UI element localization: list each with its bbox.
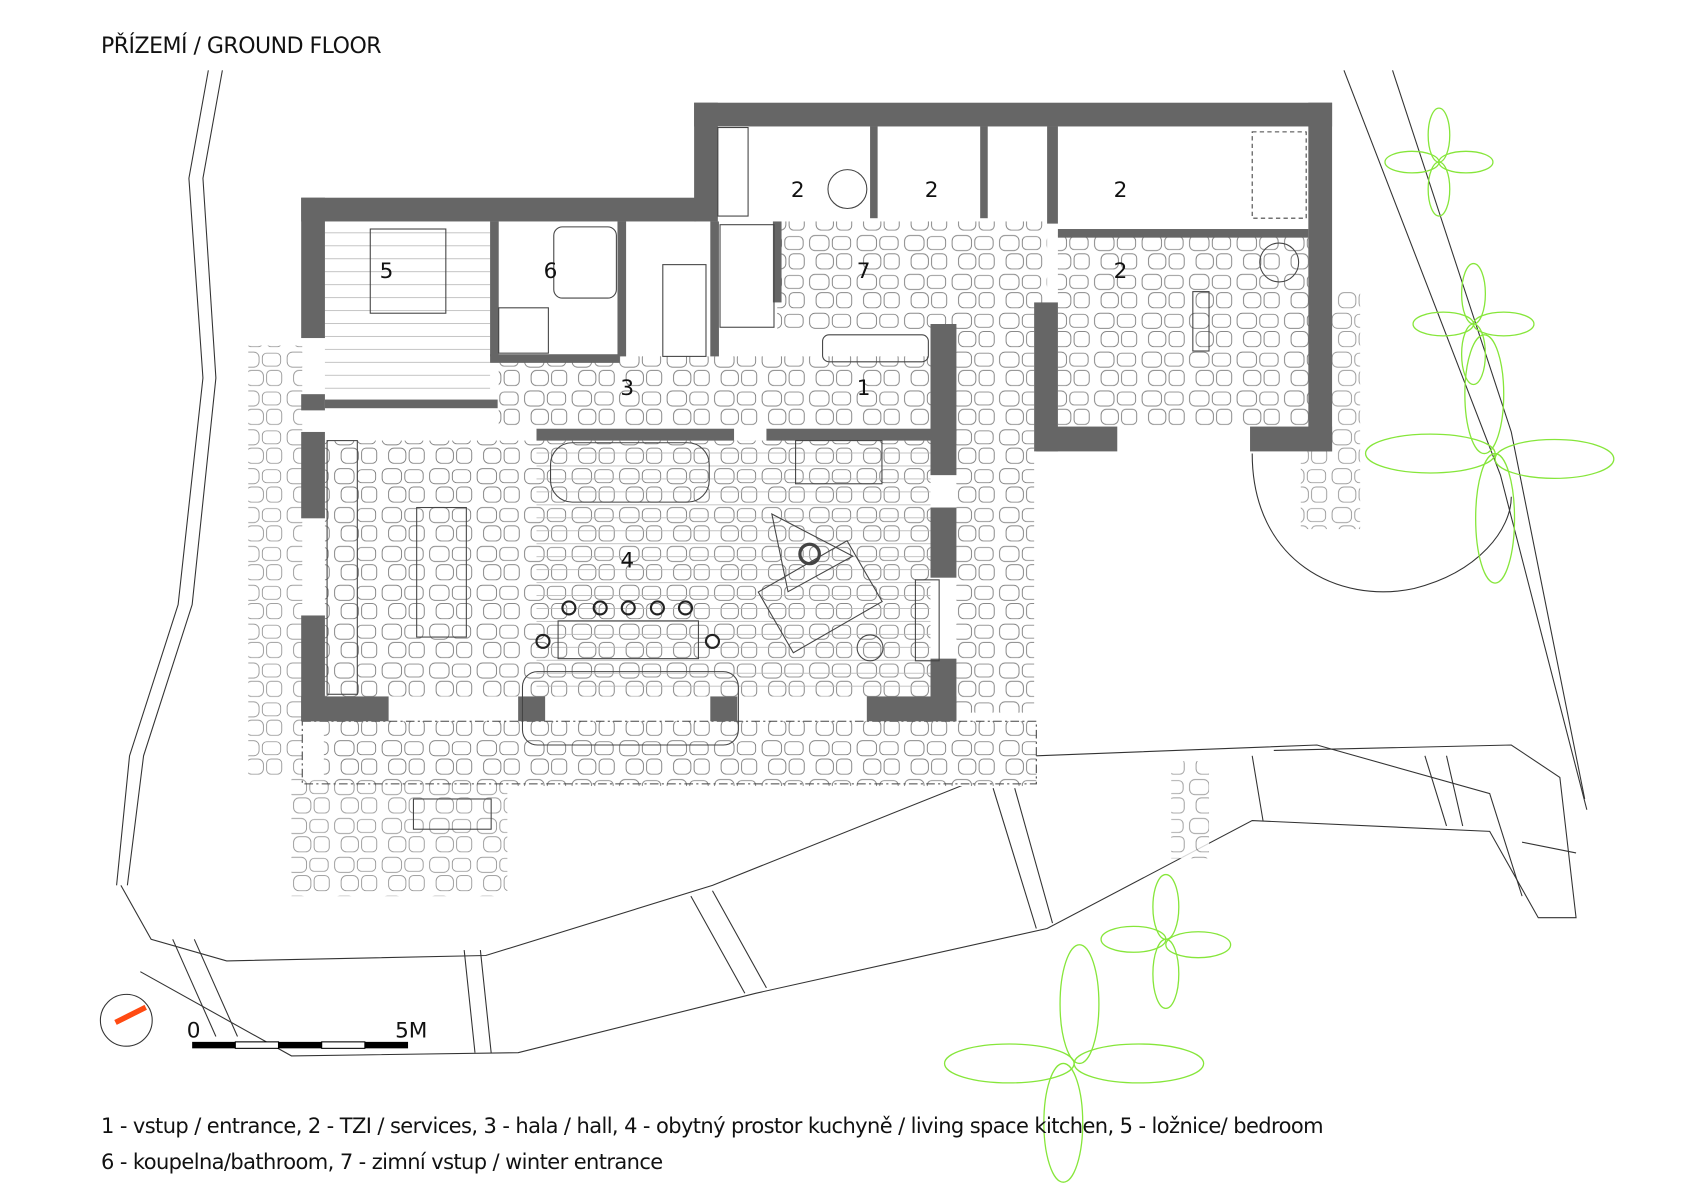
- room-label-living-kitchen: 4: [620, 548, 634, 573]
- service-room-floor: [1057, 235, 1309, 427]
- stairs: [662, 264, 707, 357]
- terrain-lines: [116, 70, 1588, 1057]
- scale-bar: 0 5M: [187, 1019, 427, 1049]
- scale-start-label: 0: [187, 1019, 201, 1044]
- room-labels: 1 2 2 2 2 3 4 5 6 7: [380, 178, 1128, 573]
- tree-icon: [1384, 107, 1494, 217]
- north-arrow-icon: [99, 993, 153, 1047]
- room-label-services: 2: [1114, 259, 1128, 284]
- kitchen-island: [416, 506, 467, 638]
- tree-symbols: [943, 107, 1615, 1183]
- furniture: [326, 127, 1307, 830]
- kitchen-counter: [326, 440, 358, 695]
- bed: [369, 228, 447, 314]
- room-label-winter-entrance: 7: [857, 259, 871, 284]
- room-label-entrance: 1: [857, 376, 871, 401]
- winter-entrance-floor: [777, 221, 1048, 330]
- exterior-paving: [323, 721, 1037, 787]
- sofa: [757, 540, 883, 654]
- room-label-hall: 3: [620, 376, 634, 401]
- bedroom-floor: [324, 221, 491, 400]
- scale-end-label: 5M: [395, 1019, 427, 1044]
- room-label-services: 2: [791, 178, 805, 203]
- bench: [719, 224, 775, 328]
- room-label-bathroom: 6: [544, 259, 558, 284]
- shower: [498, 307, 549, 354]
- room-label-bedroom: 5: [380, 259, 394, 284]
- tree-icon: [943, 944, 1205, 1183]
- bathtub: [553, 226, 617, 299]
- room-label-services: 2: [1114, 178, 1128, 203]
- dining-table: [557, 620, 699, 660]
- hall-floor: [498, 356, 931, 429]
- room-label-services: 2: [925, 178, 939, 203]
- walls: [301, 102, 1333, 722]
- legend-line-2: 6 - koupelna/bathroom, 7 - zimní vstup /…: [101, 1150, 663, 1174]
- dining-chairs: [535, 600, 721, 649]
- legend-line-1: 1 - vstup / entrance, 2 - TZI / services…: [101, 1114, 1324, 1138]
- coffee-table: [771, 512, 854, 593]
- tree-icon: [1412, 262, 1535, 386]
- drawing-title: PŘÍZEMÍ / GROUND FLOOR: [101, 34, 382, 59]
- tree-icon: [1100, 873, 1232, 1010]
- tree-icon: [1364, 334, 1615, 584]
